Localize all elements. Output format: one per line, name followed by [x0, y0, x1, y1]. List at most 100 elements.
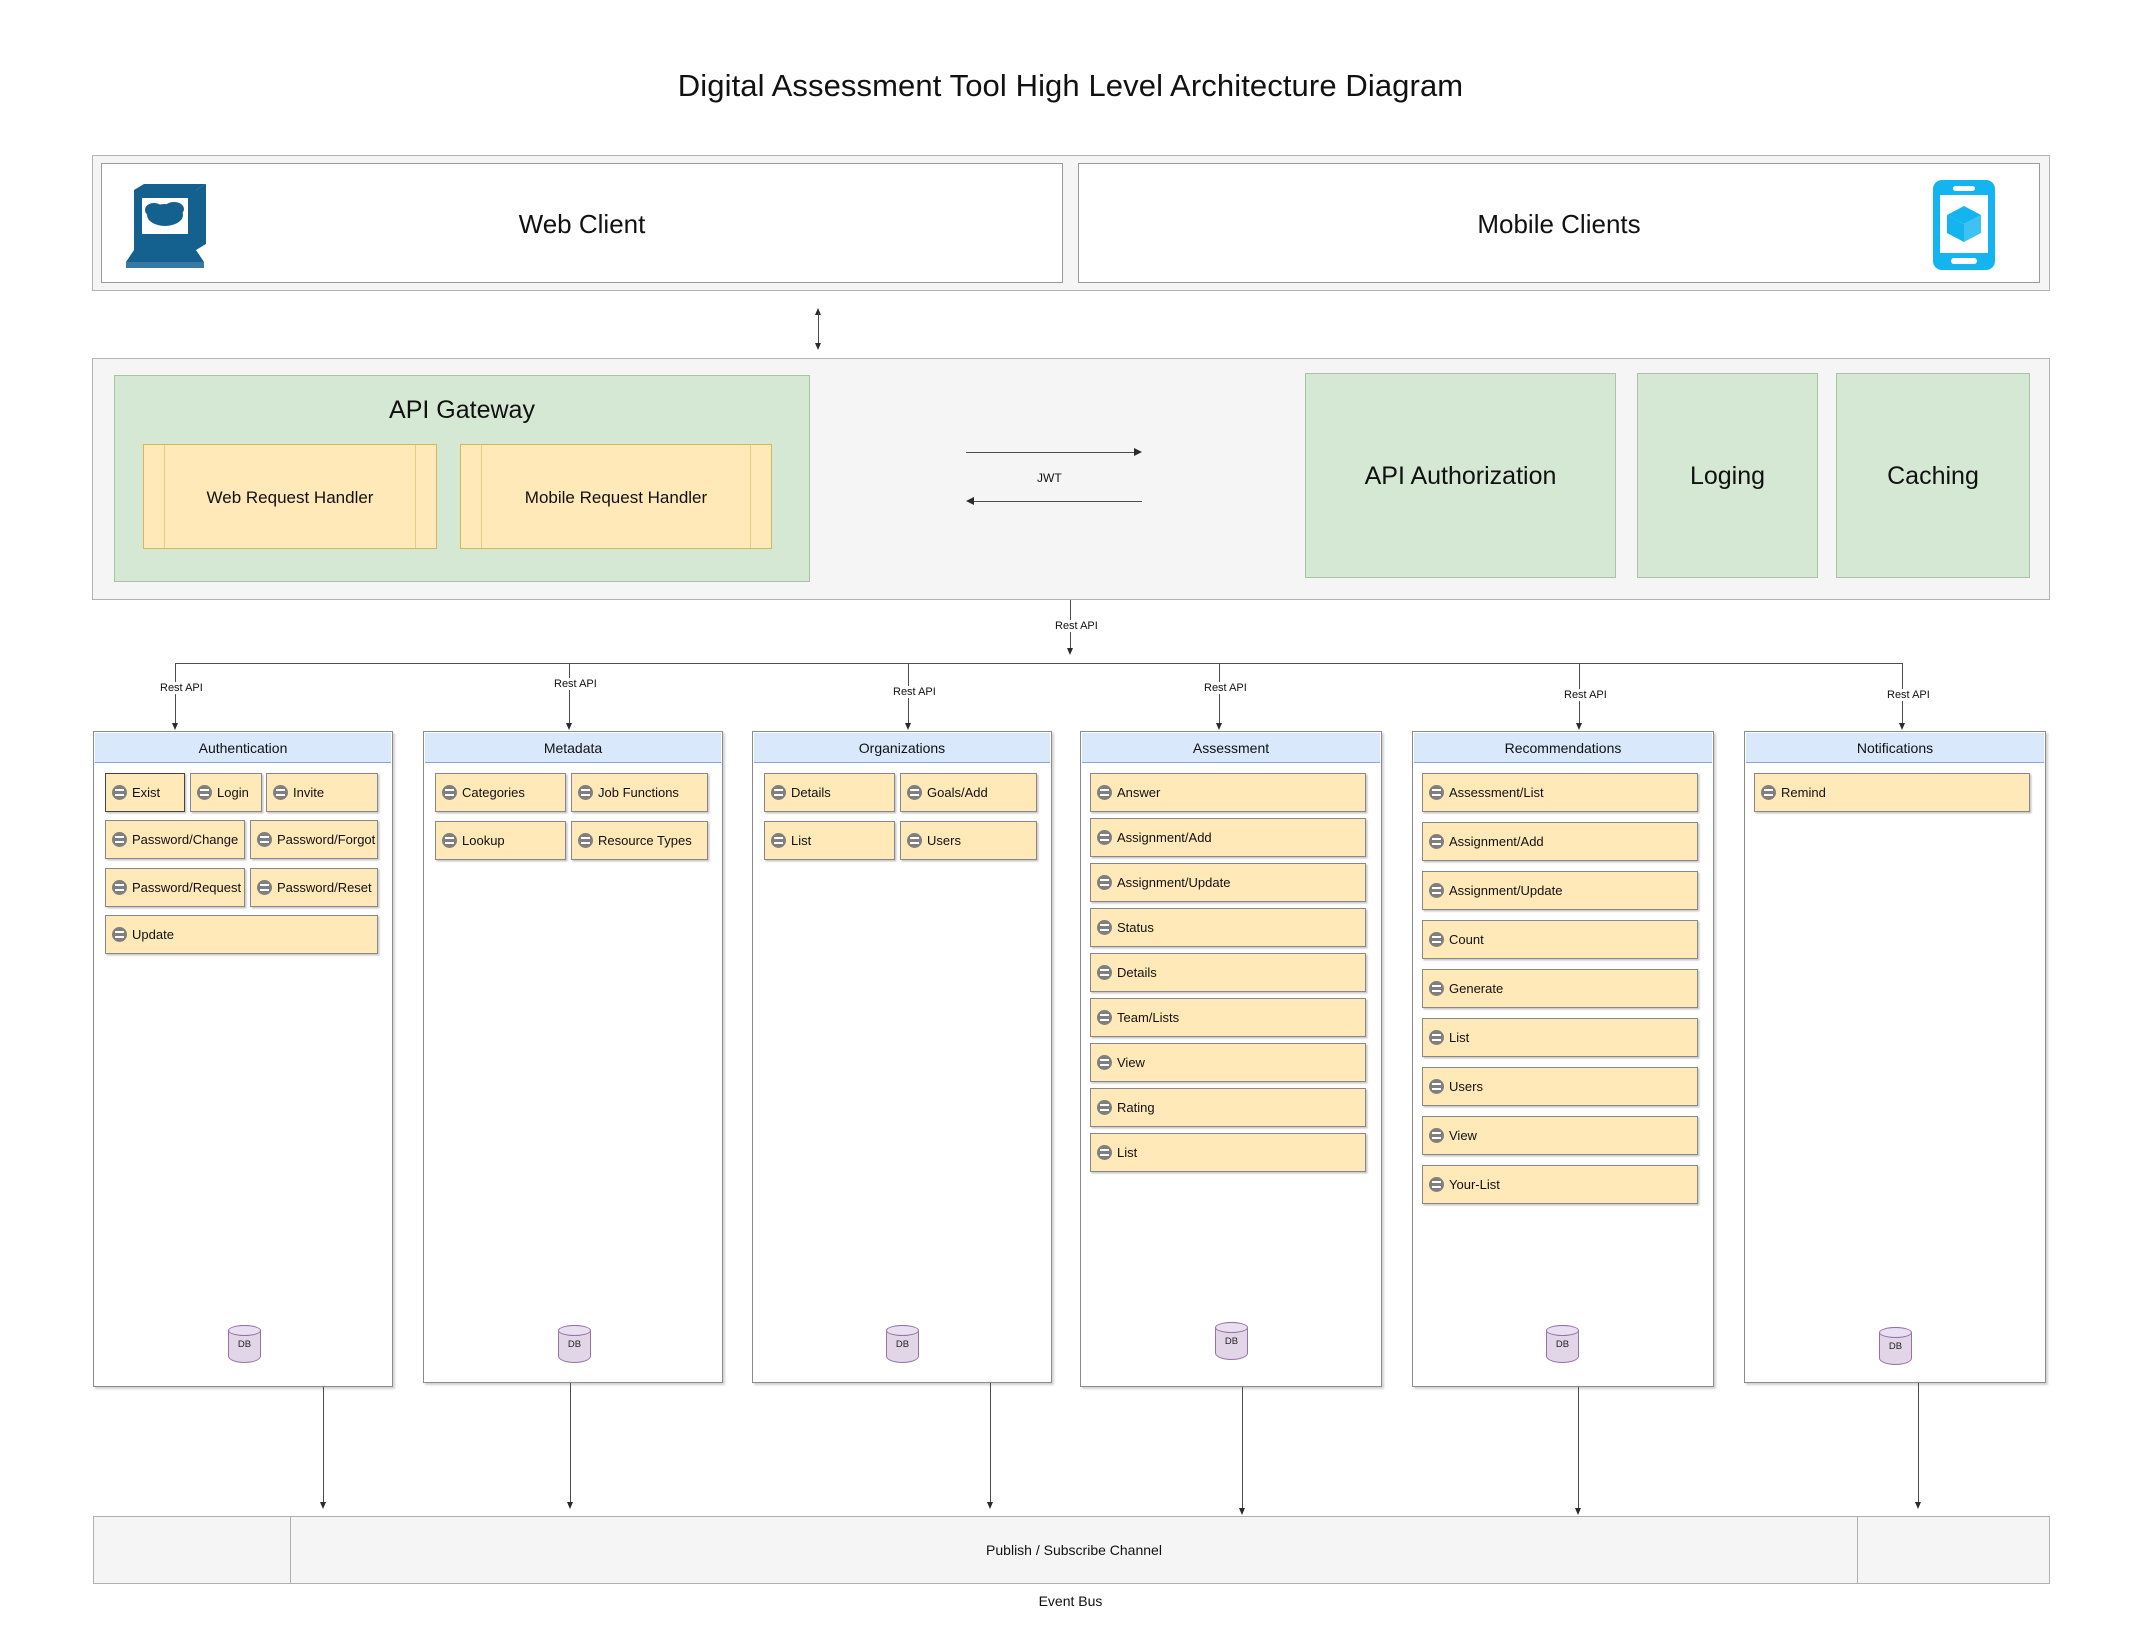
endpoint-password-forgot[interactable]: Password/Forgot: [250, 820, 378, 859]
endpoint-assignment-update[interactable]: Assignment/Update: [1422, 871, 1698, 910]
endpoint-assignment-update[interactable]: Assignment/Update: [1090, 863, 1366, 902]
endpoint-job-functions[interactable]: Job Functions: [571, 773, 708, 812]
endpoint-view[interactable]: View: [1422, 1116, 1698, 1155]
endpoint-label: Details: [791, 785, 831, 800]
api-gateway-box[interactable]: API Gateway Web Request Handler Mobile R…: [114, 375, 810, 582]
service-column-metadata[interactable]: Metadata Categories Job Functions Lookup…: [423, 731, 723, 1383]
endpoint-label: Generate: [1449, 981, 1504, 996]
endpoint-list[interactable]: List: [1090, 1133, 1366, 1172]
endpoint-resource-types[interactable]: Resource Types: [571, 821, 708, 860]
caching-box[interactable]: Caching: [1836, 373, 2030, 578]
service-endpoint-icon: [1097, 1145, 1112, 1160]
endpoint-goals-add[interactable]: Goals/Add: [900, 773, 1037, 812]
service-endpoint-icon: [1429, 1030, 1444, 1045]
endpoint-update[interactable]: Update: [105, 915, 378, 954]
endpoint-label: Assignment/Update: [1117, 875, 1231, 890]
endpoint-list[interactable]: List: [764, 821, 895, 860]
service-endpoint-icon: [442, 833, 457, 848]
database-icon-assessment: DB: [1215, 1322, 1248, 1360]
endpoint-categories[interactable]: Categories: [435, 773, 566, 812]
jwt-arrow-head-right: [1134, 448, 1142, 456]
web-request-handler-box[interactable]: Web Request Handler: [143, 444, 437, 549]
service-column-organizations[interactable]: Organizations Details Goals/Add List Use…: [752, 731, 1052, 1383]
endpoint-assignment-add[interactable]: Assignment/Add: [1090, 818, 1366, 857]
endpoint-password-request[interactable]: Password/Request: [105, 868, 245, 907]
branch-arrow-authentication: [172, 723, 178, 730]
endpoint-label: View: [1449, 1128, 1477, 1143]
endpoint-label: Your-List: [1449, 1177, 1500, 1192]
service-endpoint-icon: [257, 880, 272, 895]
endpoint-details[interactable]: Details: [1090, 953, 1366, 992]
endpoint-your-list[interactable]: Your-List: [1422, 1165, 1698, 1204]
service-endpoint-icon: [1429, 883, 1444, 898]
endpoint-label: Goals/Add: [927, 785, 988, 800]
mobile-clients-box[interactable]: Mobile Clients: [1078, 163, 2040, 283]
distribution-bus-line: [175, 663, 1902, 664]
branch-arrow-recommendations: [1576, 723, 1582, 730]
web-client-box[interactable]: Web Client: [101, 163, 1063, 283]
database-label: DB: [895, 1339, 910, 1350]
service-column-authentication[interactable]: Authentication Exist Login Invite Passwo…: [93, 731, 393, 1387]
service-endpoint-icon: [1097, 875, 1112, 890]
endpoint-label: Login: [217, 785, 249, 800]
service-column-assessment[interactable]: Assessment Answer Assignment/Add Assignm…: [1080, 731, 1382, 1387]
service-endpoint-icon: [578, 785, 593, 800]
service-endpoint-icon: [1097, 1010, 1112, 1025]
endpoint-password-reset[interactable]: Password/Reset: [250, 868, 378, 907]
endpoint-label: Job Functions: [598, 785, 679, 800]
loging-box[interactable]: Loging: [1637, 373, 1818, 578]
endpoint-users[interactable]: Users: [900, 821, 1037, 860]
jwt-arrow-head-left: [966, 497, 974, 505]
endpoint-status[interactable]: Status: [1090, 908, 1366, 947]
endpoint-remind[interactable]: Remind: [1754, 773, 2030, 812]
database-label: DB: [237, 1339, 252, 1350]
endpoint-view[interactable]: View: [1090, 1043, 1366, 1082]
endpoint-label: Team/Lists: [1117, 1010, 1180, 1025]
service-endpoint-icon: [1429, 834, 1444, 849]
endpoint-label: Password/Reset: [277, 880, 372, 895]
web-request-handler-label: Web Request Handler: [206, 487, 374, 507]
endpoint-login[interactable]: Login: [190, 773, 262, 812]
endpoint-assignment-add[interactable]: Assignment/Add: [1422, 822, 1698, 861]
endpoint-label: Count: [1449, 932, 1484, 947]
api-authorization-box[interactable]: API Authorization: [1305, 373, 1616, 578]
endpoint-label: Password/Change: [132, 832, 239, 847]
api-authorization-label: API Authorization: [1364, 462, 1557, 490]
endpoint-label: Users: [1449, 1079, 1483, 1094]
service-column-recommendations[interactable]: Recommendations Assessment/List Assignme…: [1412, 731, 1714, 1387]
endpoint-label: Exist: [132, 785, 161, 800]
bus-connector-line-organizations: [990, 1383, 991, 1504]
service-endpoint-icon: [1429, 785, 1444, 800]
endpoint-lookup[interactable]: Lookup: [435, 821, 566, 860]
service-endpoint-icon: [1429, 1177, 1444, 1192]
endpoint-users[interactable]: Users: [1422, 1067, 1698, 1106]
branch-rest-api-label-recommendations: Rest API: [1562, 689, 1609, 701]
service-endpoint-icon: [1429, 932, 1444, 947]
endpoint-invite[interactable]: Invite: [266, 773, 378, 812]
endpoint-exist[interactable]: Exist: [105, 773, 185, 812]
endpoint-count[interactable]: Count: [1422, 920, 1698, 959]
endpoint-list[interactable]: List: [1422, 1018, 1698, 1057]
endpoint-label: Assignment/Add: [1117, 830, 1212, 845]
endpoint-rating[interactable]: Rating: [1090, 1088, 1366, 1127]
endpoint-password-change[interactable]: Password/Change: [105, 820, 245, 859]
mobile-request-handler-box[interactable]: Mobile Request Handler: [460, 444, 772, 549]
loging-label: Loging: [1689, 462, 1766, 490]
branch-line-metadata: [569, 663, 570, 724]
endpoint-label: Password/Forgot: [277, 832, 376, 847]
database-icon-recommendations: DB: [1546, 1325, 1579, 1363]
endpoint-assessment-list[interactable]: Assessment/List: [1422, 773, 1698, 812]
service-column-notifications[interactable]: Notifications Remind: [1744, 731, 2046, 1383]
database-label: DB: [567, 1339, 582, 1350]
service-endpoint-icon: [1429, 981, 1444, 996]
endpoint-answer[interactable]: Answer: [1090, 773, 1366, 812]
endpoint-generate[interactable]: Generate: [1422, 969, 1698, 1008]
event-bus-channel[interactable]: Publish / Subscribe Channel: [290, 1516, 1858, 1584]
endpoint-details[interactable]: Details: [764, 773, 895, 812]
client-gateway-arrow-down: [815, 343, 821, 350]
endpoint-team-lists[interactable]: Team/Lists: [1090, 998, 1366, 1037]
page-title: Digital Assessment Tool High Level Archi…: [677, 68, 1464, 103]
database-icon-notifications: DB: [1879, 1327, 1912, 1365]
mobile-clients-label: Mobile Clients: [1477, 208, 1641, 239]
branch-rest-api-label-assessment: Rest API: [1202, 682, 1249, 694]
